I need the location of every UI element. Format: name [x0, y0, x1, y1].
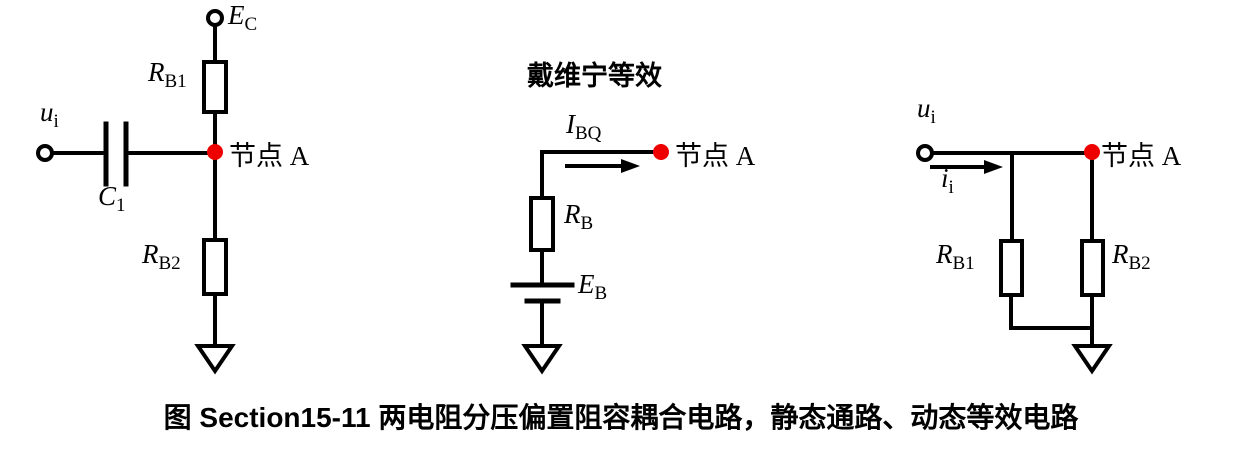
rb1-label: RB1	[936, 239, 975, 274]
bias-circuit	[36, 9, 236, 375]
node-a-dot	[207, 144, 223, 160]
ui-label: ui	[917, 93, 936, 128]
current-arrow-icon	[565, 159, 640, 173]
ec-terminal-icon	[206, 9, 224, 27]
rb2-resistor-icon	[1080, 239, 1105, 297]
rb2-resistor-icon	[202, 238, 228, 296]
rb2-label: RB2	[1112, 239, 1151, 274]
eb-battery-icon	[510, 282, 575, 304]
eb-label: EB	[578, 269, 608, 304]
rb1-label: RB1	[148, 57, 187, 92]
rb1-resistor-icon	[202, 60, 228, 114]
ground-icon	[1071, 344, 1113, 375]
ui-terminal-icon	[36, 144, 54, 162]
current-arrow-icon	[930, 160, 1003, 174]
rb1-resistor-icon	[999, 239, 1024, 297]
wire	[540, 150, 658, 200]
c1-label: C1	[98, 181, 126, 216]
rb-resistor-icon	[529, 196, 555, 252]
ui-label: ui	[40, 97, 59, 132]
thevenin-title: 戴维宁等效	[527, 61, 662, 91]
ibq-label: IBQ	[566, 109, 602, 144]
c1-capacitor-icon	[103, 121, 129, 187]
rb2-label: RB2	[142, 239, 181, 274]
ground-icon	[194, 344, 236, 375]
ground-icon	[521, 344, 563, 375]
figure-caption: 图 Section15-11 两电阻分压偏置阻容耦合电路，静态通路、动态等效电路	[163, 402, 1079, 433]
dynamic-circuit	[916, 144, 1113, 375]
ii-label: ii	[941, 163, 954, 198]
node-a-label: 节点 A	[1101, 141, 1182, 171]
rb-label: RB	[564, 199, 594, 234]
node-a-dot	[653, 144, 669, 160]
node-a-label: 节点 A	[675, 141, 756, 171]
ui-terminal-icon	[916, 144, 934, 162]
thevenin-circuit	[510, 144, 669, 375]
ec-label: EC	[228, 0, 258, 35]
node-a-label: 节点 A	[229, 141, 310, 171]
node-a-dot	[1084, 144, 1100, 160]
